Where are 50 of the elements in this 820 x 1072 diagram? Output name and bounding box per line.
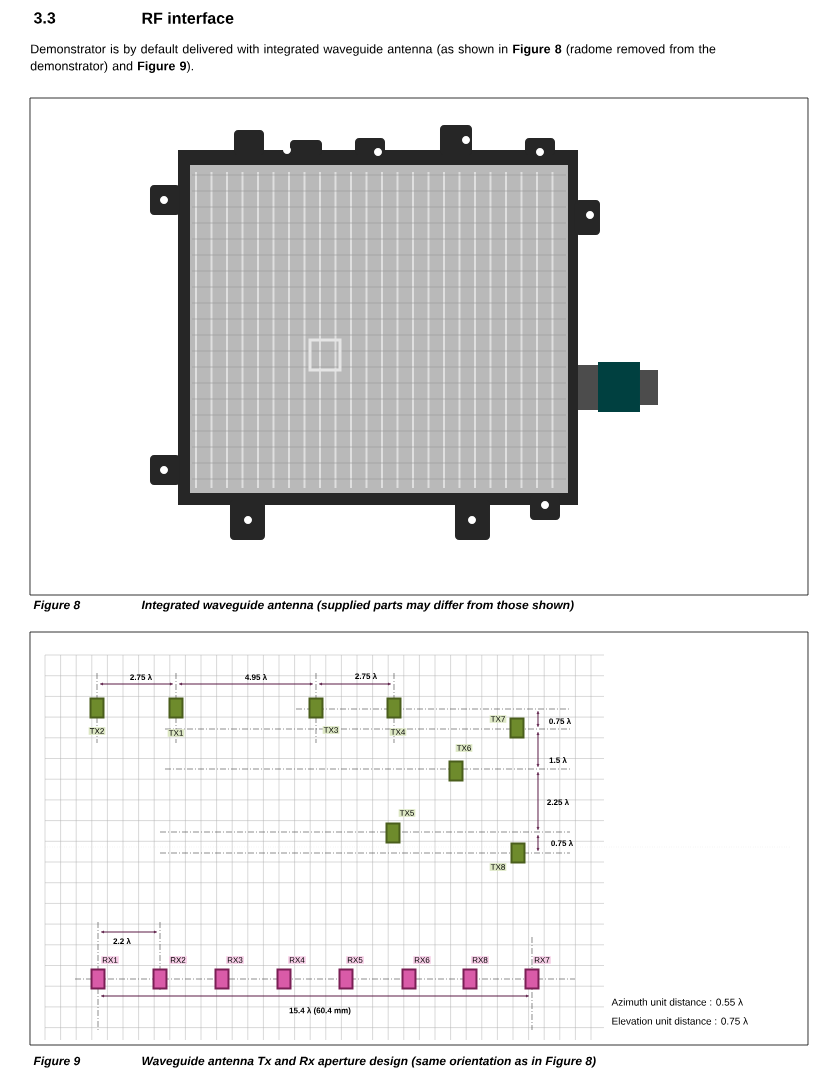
element-label: TX4: [389, 728, 407, 736]
tx-element: [168, 697, 184, 719]
dimension-label: 0.75 λ: [549, 717, 571, 725]
element-label: TX2: [88, 727, 106, 735]
element-label: RX2: [169, 956, 187, 964]
dimension-label: 2.75 λ: [130, 673, 152, 681]
dimension-label: 2.2 λ: [113, 938, 131, 944]
section-number: 3.3: [33, 12, 56, 24]
tx-element: [448, 760, 464, 782]
rx-element: [401, 968, 417, 990]
rx-element: [152, 968, 168, 990]
element-label: TX6: [455, 744, 473, 752]
figure-caption: Integrated waveguide antenna (supplied parts may differ from those shown): [141, 600, 574, 612]
dimension-label: 1.5 λ: [549, 756, 567, 764]
note: Azimuth unit distance : 0.55 λ: [611, 998, 743, 1006]
rx-element: [524, 968, 540, 990]
element-label: RX7: [533, 956, 551, 964]
element-label: TX7: [489, 715, 507, 723]
element-label: TX5: [398, 809, 416, 817]
element-label: RX1: [101, 956, 119, 964]
element-label: TX3: [322, 726, 340, 734]
tx-element: [308, 697, 324, 719]
element-label: TX1: [167, 729, 185, 737]
element-label: TX8: [489, 863, 507, 871]
tx-element: [509, 717, 525, 739]
dimension-label: 2.25 λ: [547, 798, 569, 806]
rx-element: [462, 968, 478, 990]
element-label: RX8: [471, 956, 489, 964]
rx-element: [338, 968, 354, 990]
element-label: RX5: [346, 956, 364, 964]
dimension-label: 4.95 λ: [245, 673, 267, 681]
section-heading: RF interface: [142, 12, 234, 24]
dimension-label: 15.4 λ (60.4 mm): [289, 1007, 351, 1015]
tx-element: [510, 842, 526, 864]
figure-number: Figure 8: [33, 600, 81, 612]
figure-number: Figure 9: [33, 1056, 81, 1068]
note: Elevation unit distance : 0.75 λ: [612, 1017, 748, 1025]
paragraph: Demonstrator is by default delivered with integrated waveguide antenna (as shown in Figure 8 (radome removed from the demonstrator) and Figure 9).: [30, 44, 716, 73]
tx-element: [386, 697, 402, 719]
element-label: RX3: [226, 956, 244, 964]
figure-caption: Waveguide antenna Tx and Rx aperture design (same orientation as in Figure 8): [142, 1056, 596, 1068]
dimension-label: 2.75 λ: [355, 672, 377, 680]
rx-element: [90, 968, 106, 990]
tx-element: [89, 697, 105, 719]
dimension-label: 0.75 λ: [551, 839, 573, 847]
rx-element: [276, 968, 292, 990]
tx-element: [385, 822, 401, 844]
element-label: RX6: [413, 956, 431, 964]
rx-element: [214, 968, 230, 990]
element-label: RX4: [288, 956, 306, 964]
